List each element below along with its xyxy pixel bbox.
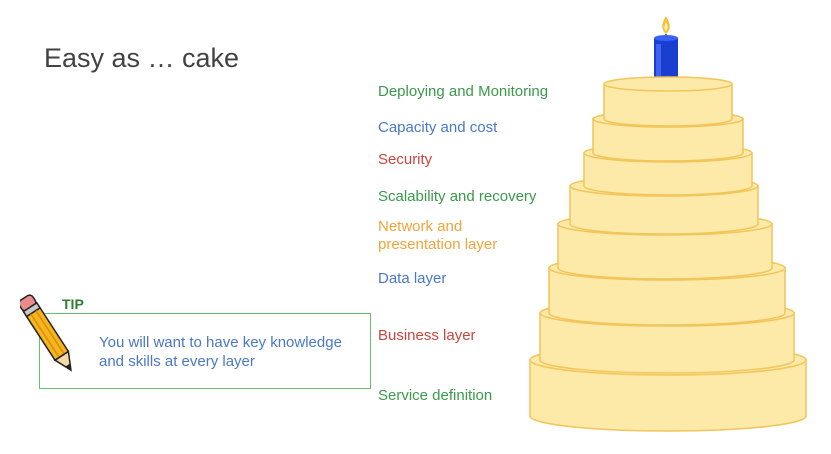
layer-label-business: Business layer <box>378 327 476 344</box>
slide-title: Easy as … cake <box>44 43 240 73</box>
cake-illustration <box>529 16 807 432</box>
tip-label: TIP <box>62 296 84 312</box>
layer-label-data: Data layer <box>378 270 447 287</box>
layer-label-deploying: Deploying and Monitoring <box>378 83 549 100</box>
layer-label-service: Service definition <box>378 387 493 404</box>
pencil-icon <box>20 294 72 372</box>
tip-box <box>39 313 371 389</box>
cake-tier-deploying <box>603 76 733 127</box>
candle-icon <box>654 16 678 84</box>
layer-label-network-line1: Network and <box>378 218 463 235</box>
layer-label-security: Security <box>378 151 433 168</box>
tip-text: You will want to have key knowledge and … <box>99 334 342 370</box>
layer-label-network-line2: presentation layer <box>378 236 498 253</box>
layer-label-capacity: Capacity and cost <box>378 119 498 136</box>
layer-label-scalability: Scalability and recovery <box>378 188 537 205</box>
